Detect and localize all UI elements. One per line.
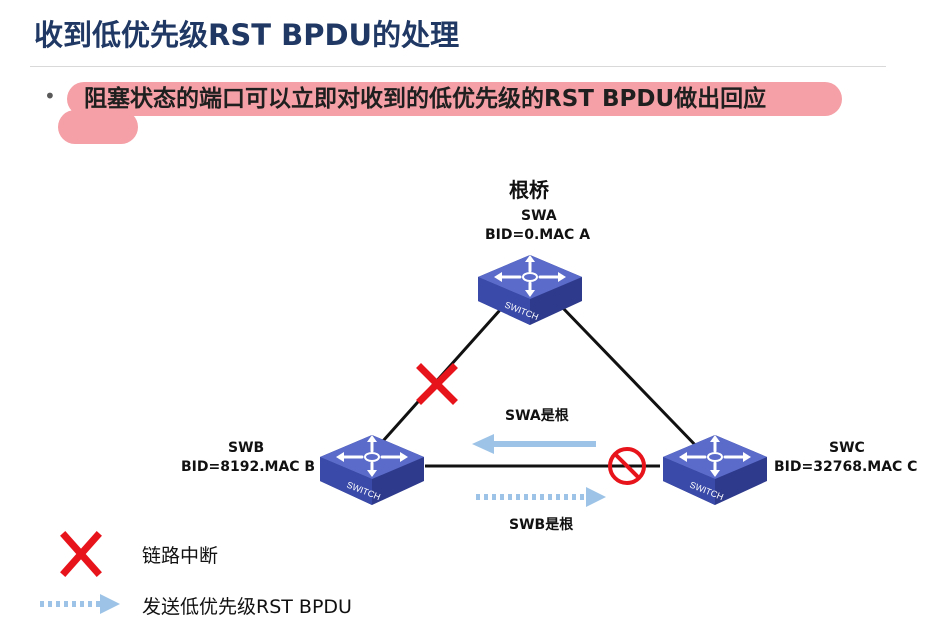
legend-dotted-arrow-icon: [40, 594, 120, 614]
highlight-band: [67, 82, 842, 116]
arrow-top-label: SWA是根: [505, 408, 569, 424]
root-bridge-label: 根桥: [509, 178, 549, 202]
swa-bid: BID=0.MAC A: [485, 227, 591, 243]
swa-name: SWA: [521, 208, 557, 224]
legend-cross-icon: [60, 531, 102, 577]
swc-name: SWC: [829, 440, 865, 456]
legend-link-down: 链路中断: [142, 545, 219, 567]
arrow-swb-root-icon: [476, 487, 606, 507]
page-title: 收到低优先级RST BPDU的处理: [34, 18, 460, 52]
swb-bid: BID=8192.MAC B: [181, 459, 316, 475]
link-swa-swc: [558, 303, 702, 452]
bullet-text: 阻塞状态的端口可以立即对收到的低优先级的RST BPDU做出回应: [84, 86, 767, 112]
blocked-port-icon: [608, 447, 646, 485]
arrow-bottom-label: SWB是根: [509, 517, 574, 533]
title-divider: [30, 66, 886, 67]
bullet-marker: •: [44, 84, 56, 108]
legend-send-rst: 发送低优先级RST BPDU: [142, 596, 352, 618]
highlight-band-continuation: [58, 110, 138, 144]
arrow-swa-root-icon: [472, 434, 596, 454]
swc-bid: BID=32768.MAC C: [774, 459, 918, 475]
link-down-cross-icon: [416, 363, 458, 405]
swb-name: SWB: [228, 440, 265, 456]
